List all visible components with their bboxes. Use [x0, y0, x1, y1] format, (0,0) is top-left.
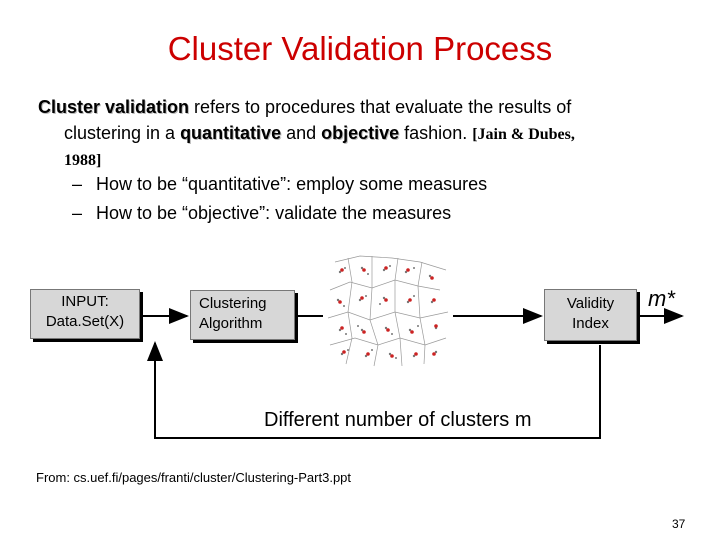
input-label: INPUT:: [61, 293, 109, 310]
bullet-list: –How to be “quantitative”: employ some m…: [72, 170, 487, 228]
intro-paragraph: Cluster validation refers to procedures …: [38, 94, 688, 174]
feedback-loop-arrow: [147, 341, 601, 439]
dataset-label: Data.Set(X): [45, 313, 125, 330]
gray-data-points: [336, 265, 438, 359]
bullet-dash: –: [72, 174, 83, 194]
term-cluster-validation: Cluster validation: [38, 97, 190, 117]
bullet-item: –How to be “quantitative”: employ some m…: [72, 170, 487, 199]
bullet-item: –How to be “objective”: validate the mea…: [72, 199, 487, 228]
paragraph-text-1: refers to procedures that evaluate the r…: [189, 97, 572, 117]
citation-part-1: [Jain & Dubes,: [472, 126, 575, 143]
voronoi-cell-borders: [327, 255, 449, 367]
paragraph-text-4: fashion.: [399, 123, 473, 143]
clustered-data-image: [323, 253, 453, 367]
algorithm-label-line2: Algorithm: [199, 315, 263, 332]
input-dataset-box: INPUT: Data.Set(X): [30, 289, 140, 339]
validity-label-line2: Index: [572, 315, 609, 332]
bullet-text: How to be “objective”: validate the meas…: [96, 203, 452, 223]
bullet-dash: –: [72, 203, 83, 223]
slide-title: Cluster Validation Process: [167, 30, 553, 67]
clustering-algorithm-box: Clustering Algorithm: [190, 290, 295, 340]
citation-part-2: 1988]: [64, 152, 102, 169]
validity-index-box: Validity Index: [544, 289, 637, 341]
source-citation: From: cs.uef.fi/pages/franti/cluster/Clu…: [36, 470, 352, 485]
paragraph-text-3: and: [281, 123, 322, 143]
paragraph-line-2: clustering in a quantitative and objecti…: [38, 120, 688, 148]
paragraph-text-2: clustering in a: [64, 123, 181, 143]
page-number: 37: [672, 517, 686, 531]
output-m-star: m*: [648, 286, 675, 311]
algorithm-label-line1: Clustering: [199, 295, 267, 312]
term-objective: objective: [321, 123, 400, 143]
red-cluster-centroids: [338, 266, 438, 358]
validity-label-line1: Validity: [566, 295, 615, 312]
clustered-data-background: [323, 253, 453, 367]
bullet-text: How to be “quantitative”: employ some me…: [96, 174, 488, 194]
term-quantitative: quantitative: [180, 123, 282, 143]
feedback-loop-label: Different number of clusters m: [264, 409, 532, 431]
